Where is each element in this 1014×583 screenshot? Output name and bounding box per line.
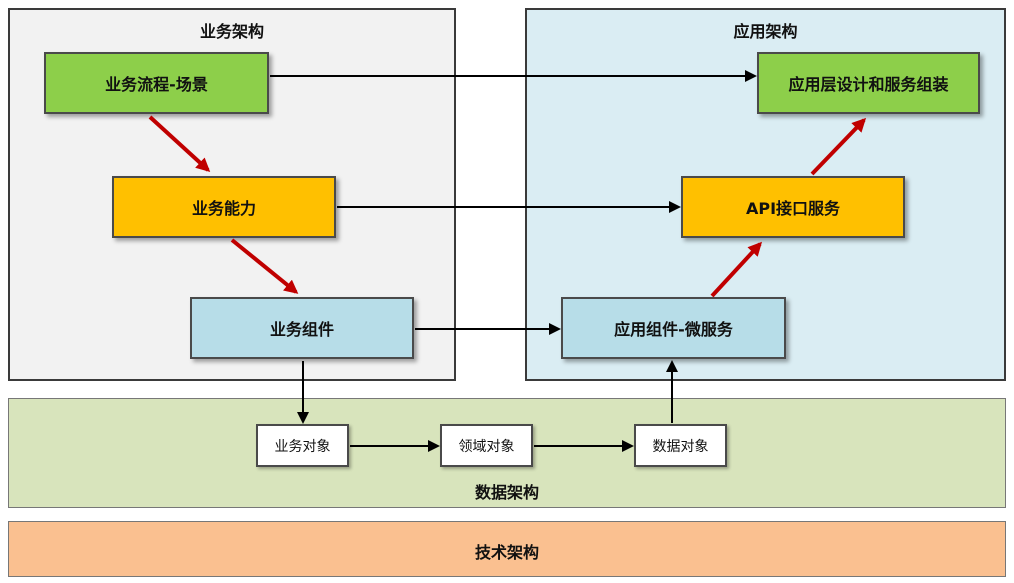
app-component-microservice-box: 应用组件-微服务 xyxy=(561,297,786,359)
technology-architecture-panel: 技术架构 xyxy=(8,521,1006,577)
api-service-box: API接口服务 xyxy=(681,176,905,238)
business-architecture-title: 业务架构 xyxy=(199,22,264,41)
business-component-box: 业务组件 xyxy=(190,297,414,359)
domain-object-box: 领域对象 xyxy=(440,424,533,467)
business-process-scene-box: 业务流程-场景 xyxy=(44,52,269,114)
business-ability-box: 业务能力 xyxy=(112,176,336,238)
application-architecture-title: 应用架构 xyxy=(733,22,798,41)
app-layer-design-box: 应用层设计和服务组装 xyxy=(757,52,980,114)
data-object-box: 数据对象 xyxy=(634,424,727,467)
data-architecture-title: 数据架构 xyxy=(474,483,539,502)
business-object-box: 业务对象 xyxy=(256,424,349,467)
technology-architecture-title: 技术架构 xyxy=(474,543,539,562)
